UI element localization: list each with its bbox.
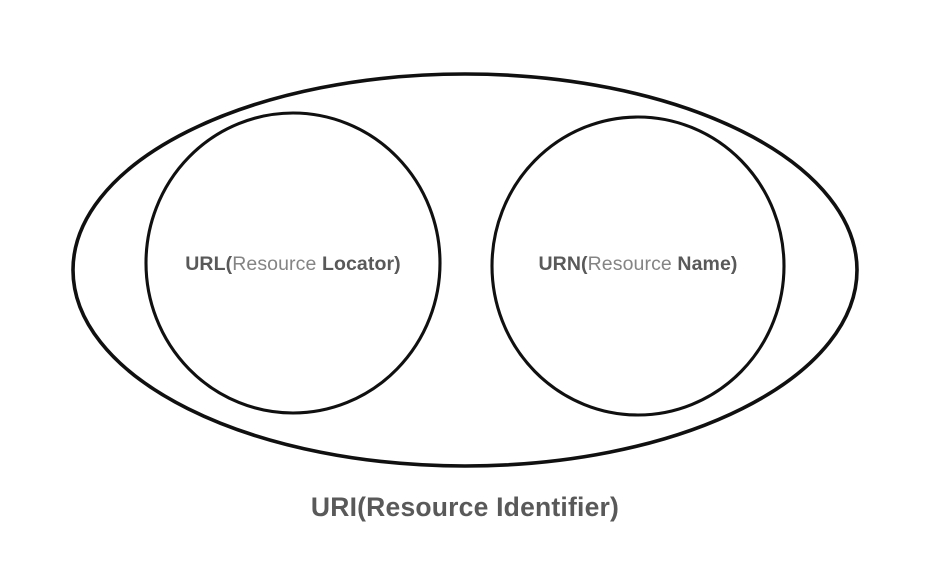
url-label: URL(Resource Locator) <box>185 253 401 275</box>
url-label-suffix: Locator) <box>322 253 401 275</box>
url-inner-ellipse <box>144 111 442 415</box>
urn-label-prefix: URN( <box>538 253 588 275</box>
urn-label-suffix: Name) <box>677 253 737 275</box>
urn-inner-ellipse <box>490 115 786 417</box>
url-label-prefix: URL( <box>185 253 232 275</box>
urn-label: URN(Resource Name) <box>538 253 737 275</box>
uri-outer-ellipse <box>71 72 859 468</box>
urn-label-middle: Resource <box>588 253 678 275</box>
uri-caption: URI(Resource Identifier) <box>311 492 619 522</box>
url-label-middle: Resource <box>232 253 322 275</box>
